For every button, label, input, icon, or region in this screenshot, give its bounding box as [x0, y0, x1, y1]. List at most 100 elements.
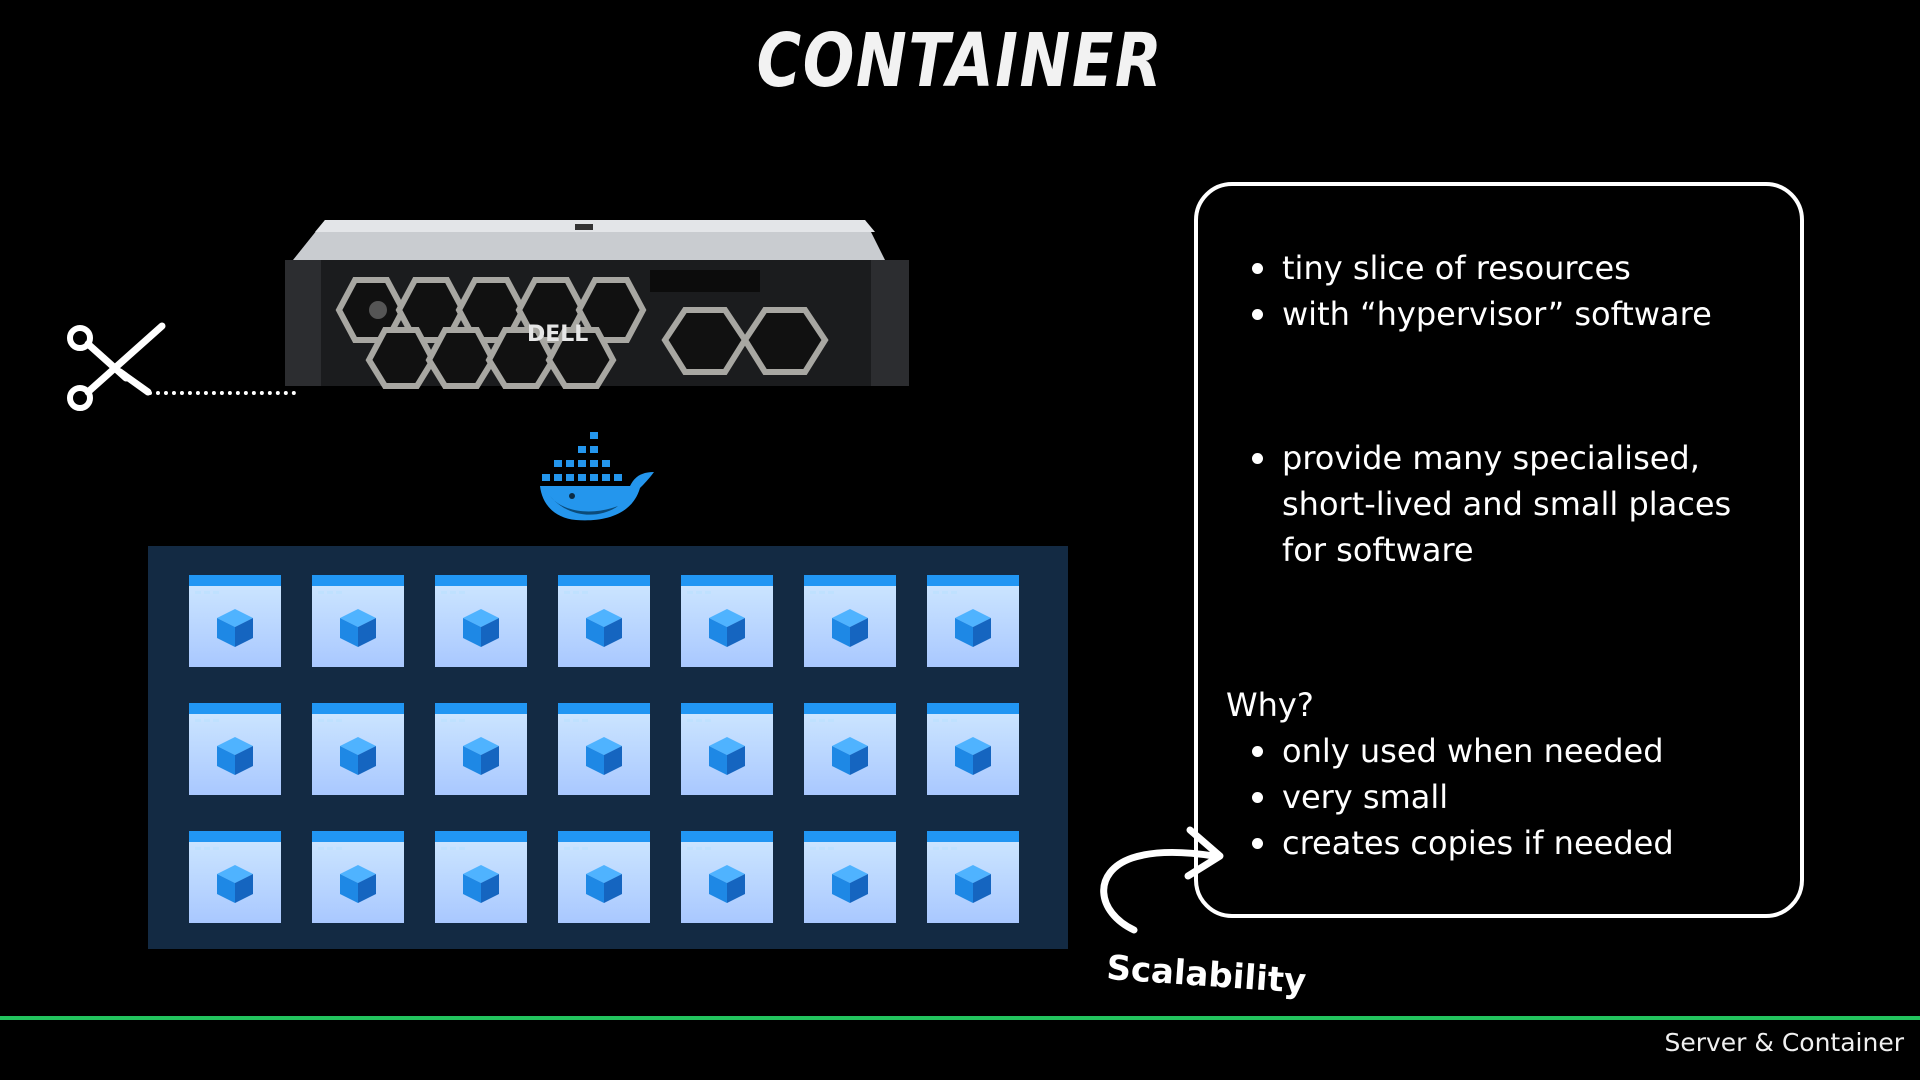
window-dots: [933, 579, 963, 594]
footer-text: Server & Container: [1664, 1028, 1904, 1057]
tile-title-bar: [189, 831, 281, 842]
bullet-item: with “hypervisor” software: [1248, 291, 1712, 337]
container-tile: [804, 703, 896, 795]
window-dots: [441, 579, 471, 594]
cube-icon: [340, 865, 376, 903]
bullet-line: provide many specialised,: [1282, 439, 1700, 477]
container-tile: [927, 703, 1019, 795]
cube-icon: [832, 609, 868, 647]
cube-icon: [709, 865, 745, 903]
tile-title-bar: [435, 575, 527, 586]
window-dots: [564, 835, 594, 850]
container-tile: [558, 575, 650, 667]
window-dots: [810, 835, 840, 850]
why-label: Why?: [1226, 686, 1314, 724]
tile-title-bar: [435, 703, 527, 714]
container-tile: [927, 575, 1019, 667]
container-tile: [312, 703, 404, 795]
window-dots: [318, 835, 348, 850]
tile-title-bar: [189, 575, 281, 586]
cube-icon: [463, 609, 499, 647]
tile-title-bar: [804, 703, 896, 714]
window-dots: [687, 835, 717, 850]
container-tile: [189, 831, 281, 923]
window-dots: [441, 707, 471, 722]
cube-icon: [217, 609, 253, 647]
bullet-item: creates copies if needed: [1248, 820, 1674, 866]
bullet-line: for software: [1282, 531, 1474, 569]
bullet-item: very small: [1248, 774, 1674, 820]
tile-title-bar: [804, 575, 896, 586]
window-dots: [810, 579, 840, 594]
window-dots: [933, 707, 963, 722]
tile-title-bar: [681, 575, 773, 586]
container-tile: [312, 831, 404, 923]
cube-icon: [217, 737, 253, 775]
container-tile: [558, 703, 650, 795]
slide-title: Container: [756, 18, 1164, 104]
cube-icon: [340, 737, 376, 775]
cube-icon: [832, 737, 868, 775]
bullet-line: short-lived and small places: [1282, 485, 1732, 523]
tile-title-bar: [435, 831, 527, 842]
window-dots: [933, 835, 963, 850]
container-tile: [435, 703, 527, 795]
tile-title-bar: [804, 831, 896, 842]
window-dots: [318, 579, 348, 594]
bullet-item: only used when needed: [1248, 728, 1674, 774]
curved-arrow-icon: [1100, 826, 1224, 934]
bullet-group-purpose: provide many specialised, short-lived an…: [1248, 435, 1731, 573]
docker-whale-icon: [540, 432, 654, 521]
tile-title-bar: [681, 831, 773, 842]
cube-icon: [340, 609, 376, 647]
tile-title-bar: [558, 831, 650, 842]
cube-icon: [709, 737, 745, 775]
container-tile: [804, 575, 896, 667]
cube-icon: [709, 609, 745, 647]
window-dots: [441, 835, 471, 850]
tile-title-bar: [558, 575, 650, 586]
container-tile: [558, 831, 650, 923]
bullet-item: tiny slice of resources: [1248, 245, 1712, 291]
bullet-group-why: only used when needed very small creates…: [1248, 728, 1674, 866]
container-tile: [189, 703, 281, 795]
tile-title-bar: [558, 703, 650, 714]
window-dots: [195, 707, 225, 722]
container-tile: [312, 575, 404, 667]
tile-title-bar: [312, 831, 404, 842]
container-tile: [189, 575, 281, 667]
info-card: [1194, 182, 1804, 918]
window-dots: [687, 579, 717, 594]
container-tile: [804, 831, 896, 923]
scalability-label: Scalability: [1105, 948, 1308, 1002]
bullet-group-resources: tiny slice of resources with “hypervisor…: [1248, 245, 1712, 337]
container-tile: [435, 575, 527, 667]
tile-title-bar: [312, 703, 404, 714]
container-tile: [681, 831, 773, 923]
window-dots: [195, 579, 225, 594]
dell-logo: DELL: [527, 322, 588, 347]
cut-line: [148, 391, 296, 395]
tile-title-bar: [927, 831, 1019, 842]
tile-title-bar: [927, 703, 1019, 714]
cube-icon: [463, 865, 499, 903]
tile-title-bar: [189, 703, 281, 714]
tile-title-bar: [927, 575, 1019, 586]
container-tile: [435, 831, 527, 923]
container-tile: [927, 831, 1019, 923]
cube-icon: [217, 865, 253, 903]
container-tile: [681, 703, 773, 795]
window-dots: [687, 707, 717, 722]
scissors-icon: [67, 322, 166, 411]
window-dots: [564, 579, 594, 594]
window-dots: [564, 707, 594, 722]
window-dots: [810, 707, 840, 722]
rack-server-image: DELL: [285, 220, 909, 389]
container-grid-panel: [148, 546, 1068, 949]
tile-title-bar: [312, 575, 404, 586]
footer-divider: [0, 1016, 1920, 1020]
cube-icon: [832, 865, 868, 903]
cube-icon: [586, 609, 622, 647]
cube-icon: [955, 865, 991, 903]
tile-title-bar: [681, 703, 773, 714]
